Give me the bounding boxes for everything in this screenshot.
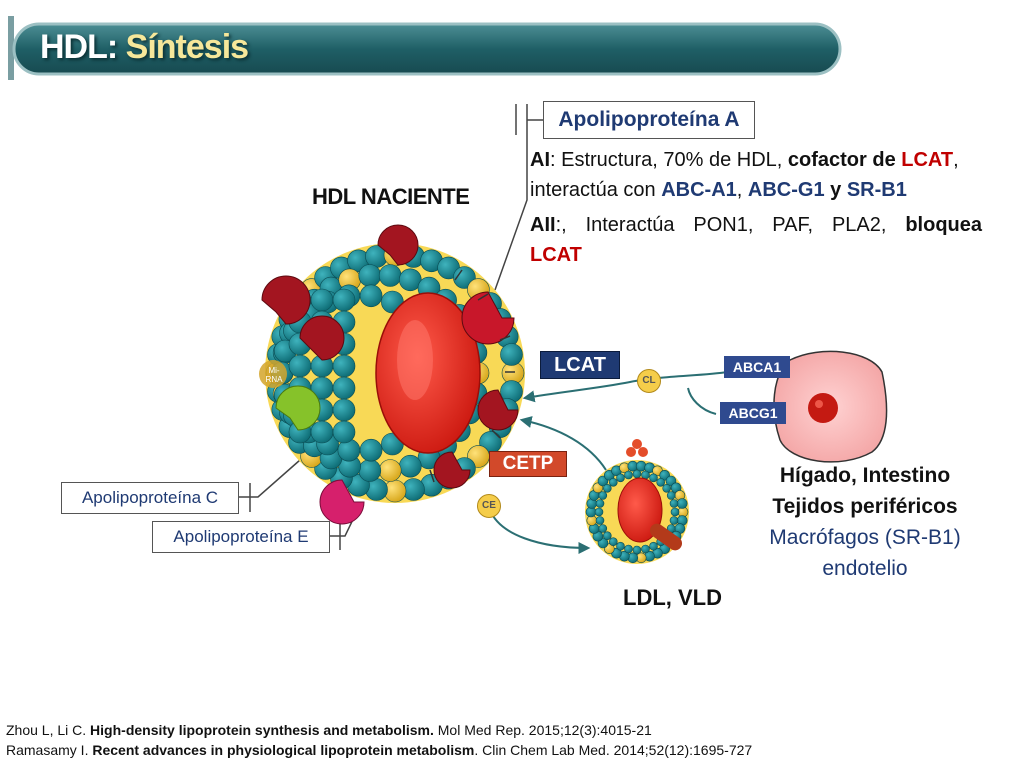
apolipoprotein-a-label: Apolipoproteína A [543, 101, 755, 139]
tissue-line-1: Hígado, Intestino [779, 464, 951, 487]
mirna-label: Mi-RNA [265, 366, 283, 384]
ldl-particle [585, 439, 689, 564]
apo-aii-description: AII:, Interactúa PON1, PAF, PLA2, bloque… [530, 214, 982, 236]
hdl-naciente-label: HDL NACIENTE [312, 184, 470, 209]
cetp-tag: CETP [489, 451, 567, 477]
ce-arrow-down [489, 509, 591, 554]
lcat-tag: LCAT [540, 351, 620, 379]
tissue-line-2: Tejidos periféricos [772, 495, 958, 518]
cell-nucleus [808, 393, 838, 423]
abcg1-tag: ABCG1 [720, 402, 786, 424]
abca1-tag: ABCA1 [724, 356, 790, 378]
tissue-line-4: endotelio [822, 557, 908, 580]
reference-2: Ramasamy I. Recent advances in physiolog… [6, 742, 753, 758]
cl-arrow [522, 371, 729, 415]
title-bar [8, 16, 842, 80]
apolipoprotein-c [275, 385, 321, 431]
apo-aii-lcat: LCAT [530, 244, 582, 266]
apo-c-connector [237, 459, 301, 512]
cl-marker: CL [637, 369, 661, 393]
references: Zhou L, Li C. High-density lipoprotein s… [6, 720, 752, 760]
apolipoprotein-red-1 [261, 275, 311, 325]
apolipoprotein-red-2 [299, 315, 345, 361]
tissue-line-3: Macrófagos (SR-B1) [769, 526, 961, 549]
tissue-list: Hígado, Intestino Tejidos periféricos Ma… [740, 460, 990, 584]
apolipoprotein-c-label: Apolipoproteína C [61, 482, 239, 514]
apolipoprotein-red-4 [461, 291, 515, 345]
reference-1: Zhou L, Li C. High-density lipoprotein s… [6, 722, 652, 738]
apolipoprotein-red-6 [433, 451, 471, 489]
apolipoprotein-e-label: Apolipoproteína E [152, 521, 330, 553]
apolipoprotein-e [319, 479, 365, 525]
apo-a-connector [494, 104, 543, 291]
ce-marker: CE [477, 494, 501, 518]
apolipoprotein-red-3 [377, 224, 419, 266]
ldl-vld-label: LDL, VLD [623, 585, 722, 610]
mirna-marker [259, 360, 287, 388]
cetp-arrow-up [519, 416, 607, 471]
peripheral-cell [773, 350, 888, 463]
hdl-particle [259, 224, 525, 525]
apolipoprotein-red-5 [477, 389, 519, 431]
slide-title: HDL: Síntesis [40, 28, 249, 66]
apo-ai-description: AI: Estructura, 70% de HDL, cofactor de … [530, 149, 959, 201]
